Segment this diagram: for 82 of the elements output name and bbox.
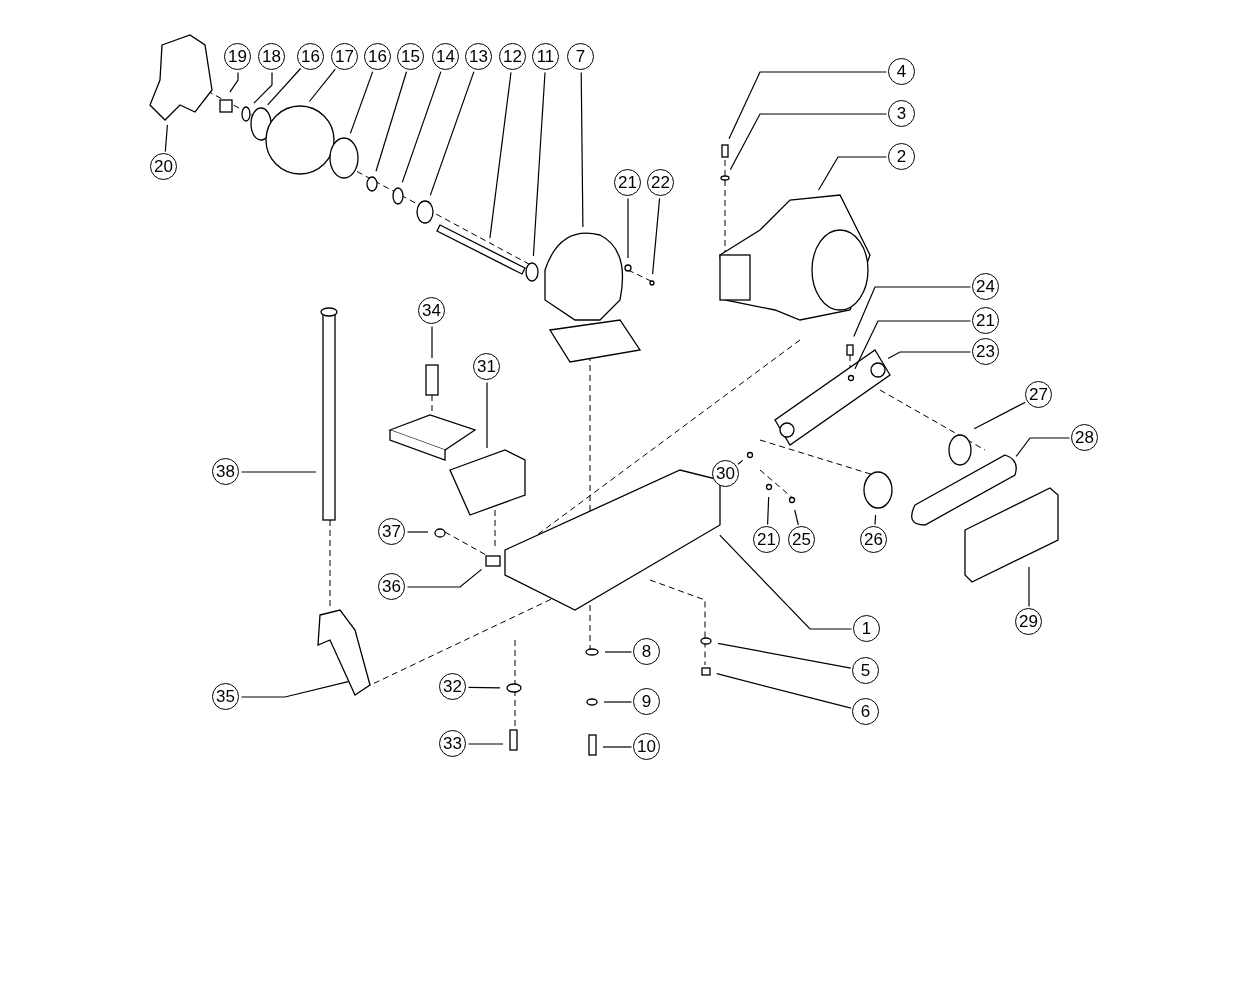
leader-line: [164, 124, 168, 153]
callout-number: 25: [788, 526, 815, 553]
leader-line: [308, 68, 336, 103]
leader-line: [253, 71, 273, 104]
callout-number: 32: [439, 673, 466, 700]
leader-line: [401, 71, 442, 183]
callout-number: 21: [753, 526, 780, 553]
callout-number: 6: [852, 698, 879, 725]
leader-line: [728, 71, 888, 140]
callout-number: 22: [647, 169, 674, 196]
callout-number: 24: [972, 273, 999, 300]
callout-number: 9: [633, 688, 660, 715]
callout-number: 31: [473, 353, 500, 380]
callout-number: 20: [150, 153, 177, 180]
leader-line: [874, 514, 877, 526]
leader-line: [406, 531, 429, 533]
callout-number: 16: [297, 43, 324, 70]
callout-number: 21: [614, 169, 641, 196]
leader-line: [854, 320, 972, 370]
callout-number: 35: [212, 683, 239, 710]
callout-number: 14: [432, 43, 459, 70]
callout-number: 27: [1025, 381, 1052, 408]
callout-number: 15: [397, 43, 424, 70]
callout-number: 1: [853, 615, 880, 642]
callout-number: 7: [567, 43, 594, 70]
callout-number: 10: [633, 733, 660, 760]
leader-line: [431, 325, 433, 359]
leader-line: [240, 681, 349, 698]
callout-number: 19: [224, 43, 251, 70]
leader-line: [349, 71, 374, 134]
callout-number: 16: [364, 43, 391, 70]
leader-line: [580, 71, 584, 228]
callout-number: 18: [258, 43, 285, 70]
callout-number: 17: [331, 43, 358, 70]
leader-line: [627, 197, 629, 259]
leader-line: [467, 743, 504, 745]
leader-line: [604, 651, 633, 653]
callout-number: 30: [712, 460, 739, 487]
callout-number: 4: [888, 58, 915, 85]
leader-line: [406, 568, 483, 588]
leader-line: [602, 746, 633, 748]
callout-number: 21: [972, 307, 999, 334]
callout-number: 12: [499, 43, 526, 70]
callout-number: 3: [888, 100, 915, 127]
leader-line: [489, 71, 512, 239]
callout-number: 37: [378, 518, 405, 545]
callout-number: 36: [378, 573, 405, 600]
leader-line: [229, 71, 239, 93]
leader-line: [375, 71, 408, 172]
leader-line: [794, 509, 799, 526]
leader-line: [853, 286, 972, 338]
leader-line: [716, 673, 852, 709]
leader-line: [818, 156, 888, 191]
leader-line: [267, 67, 302, 106]
callout-number: 13: [465, 43, 492, 70]
leader-line: [719, 534, 853, 630]
callout-number: 28: [1071, 424, 1098, 451]
callout-number: 33: [439, 730, 466, 757]
callout-number: 23: [972, 338, 999, 365]
leader-line: [652, 197, 661, 275]
callout-number: 26: [860, 526, 887, 553]
callout-number: 11: [532, 43, 559, 70]
callout-number: 8: [633, 638, 660, 665]
leader-line: [486, 381, 488, 449]
callout-number: 5: [852, 657, 879, 684]
leader-line: [887, 351, 972, 360]
leader-line: [429, 71, 475, 196]
leader-line: [717, 642, 852, 669]
callout-number: 34: [418, 297, 445, 324]
leader-line: [467, 686, 501, 689]
leader-line: [240, 471, 317, 473]
callout-number: 2: [888, 143, 915, 170]
leader-line: [532, 71, 546, 257]
leader-line: [973, 401, 1026, 430]
leader-line: [603, 701, 633, 703]
leader-line: [1028, 566, 1030, 608]
callout-number: 38: [212, 458, 239, 485]
leader-line: [1015, 437, 1071, 457]
callout-number: 29: [1015, 608, 1042, 635]
leader-line: [767, 496, 770, 526]
leader-line: [729, 113, 888, 171]
leader-line: [737, 459, 744, 465]
